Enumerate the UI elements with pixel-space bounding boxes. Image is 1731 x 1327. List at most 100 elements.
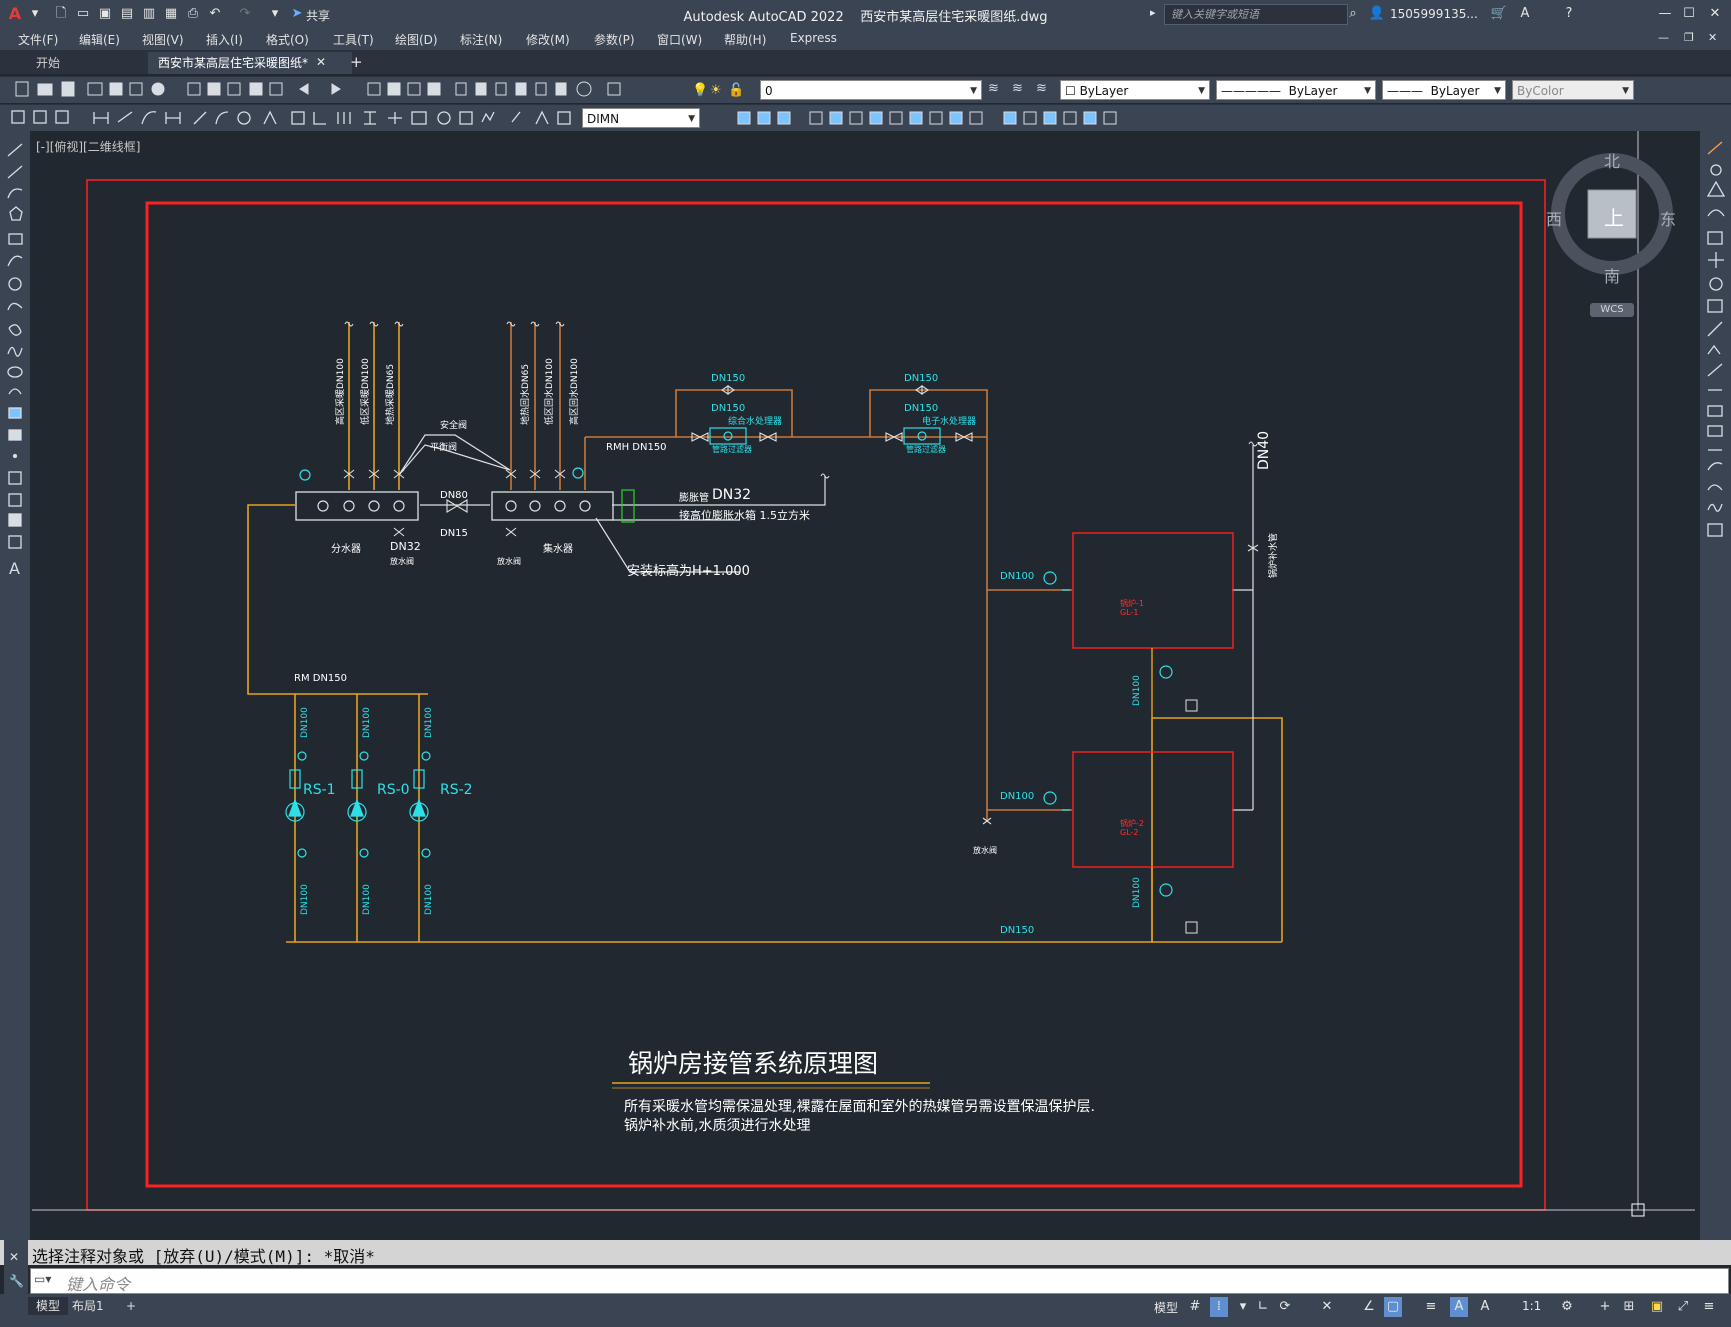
autodesk-app-icon[interactable]: A bbox=[1520, 6, 1530, 21]
save-icon[interactable]: ▣ bbox=[98, 6, 112, 21]
linetype-dropdown[interactable]: ————— ByLayer▼ bbox=[1216, 80, 1376, 100]
plot-icon[interactable]: ⎙ bbox=[187, 6, 199, 21]
layer-lock-icon[interactable]: 🔓 bbox=[728, 83, 745, 98]
tab-start[interactable]: 开始 bbox=[36, 56, 61, 70]
close-icon[interactable]: ✕ bbox=[1709, 6, 1721, 21]
plotstyle-dropdown[interactable]: ByColor▼ bbox=[1512, 80, 1634, 100]
tab-model[interactable]: 模型 bbox=[28, 1297, 69, 1315]
standard-toolbar-icons[interactable] bbox=[8, 80, 688, 100]
layer-freeze-icon[interactable]: ☀ bbox=[710, 83, 722, 98]
menu-draw[interactable]: 绘图(D) bbox=[395, 33, 438, 47]
dimstyle-dropdown[interactable]: DIMN▼ bbox=[582, 108, 700, 128]
layer-on-icon[interactable]: 💡 bbox=[692, 83, 709, 98]
share-button[interactable]: 共享 bbox=[306, 9, 331, 23]
color-dropdown[interactable]: ☐ ByLayer▼ bbox=[1060, 80, 1210, 100]
tab-drawing[interactable]: 西安市某高层住宅采暖图纸* bbox=[148, 52, 352, 74]
ortho-icon[interactable]: ∟ bbox=[1257, 1299, 1269, 1314]
draw-tool-icons[interactable]: A bbox=[6, 140, 28, 580]
command-line-handle[interactable] bbox=[4, 1240, 28, 1294]
minimize-icon[interactable]: — bbox=[1658, 6, 1672, 21]
tab-close-icon[interactable]: ✕ bbox=[316, 55, 327, 69]
menu-file[interactable]: 文件(F) bbox=[18, 33, 59, 47]
annotation-visibility-icon[interactable]: A bbox=[1450, 1297, 1468, 1317]
menu-modify[interactable]: 修改(M) bbox=[526, 33, 570, 47]
cart-icon[interactable]: 🛒 bbox=[1490, 6, 1508, 21]
menu-insert[interactable]: 插入(I) bbox=[206, 33, 243, 47]
command-input[interactable] bbox=[30, 1268, 1729, 1294]
osnap-track-icon[interactable]: ✕ bbox=[1321, 1299, 1333, 1314]
search-input[interactable]: 键入关键字或短语 bbox=[1164, 4, 1348, 25]
customize-icon[interactable]: ≡ bbox=[1703, 1299, 1715, 1314]
menu-edit[interactable]: 编辑(E) bbox=[79, 33, 120, 47]
draw-toolbar bbox=[0, 130, 30, 1240]
chevron-down-icon[interactable]: ▾ bbox=[1239, 1299, 1247, 1314]
annotation-scale-icon[interactable]: A bbox=[1480, 1299, 1490, 1314]
boiler-1 bbox=[1072, 532, 1234, 649]
chevron-right-icon[interactable]: ▸ bbox=[1150, 6, 1156, 19]
help-icon[interactable]: ? bbox=[1565, 6, 1573, 21]
add-layout-icon[interactable]: + bbox=[126, 1299, 137, 1313]
doc-minimize-icon[interactable]: — bbox=[1658, 31, 1669, 44]
lineweight-icon[interactable]: ≡ bbox=[1425, 1299, 1437, 1314]
command-close-icon[interactable]: ✕ bbox=[9, 1250, 20, 1264]
plus-icon[interactable]: + bbox=[1599, 1299, 1611, 1314]
viewcube-west[interactable]: 西 bbox=[1546, 210, 1563, 229]
viewport-controls-label[interactable]: [-][俯视][二维线框] bbox=[36, 140, 141, 154]
menu-format[interactable]: 格式(O) bbox=[266, 33, 309, 47]
viewcube-top-face[interactable]: 上 bbox=[1604, 206, 1624, 230]
save-web-icon[interactable]: ▦ bbox=[164, 6, 178, 21]
search-icon[interactable]: ⌕ bbox=[1349, 6, 1357, 21]
polar-icon[interactable]: ⟳ bbox=[1279, 1299, 1291, 1314]
user-name[interactable]: 1505999135... bbox=[1390, 7, 1478, 21]
gear-icon[interactable]: ⚙ bbox=[1561, 1299, 1573, 1314]
dimension-toolbar-icons[interactable] bbox=[8, 108, 578, 128]
share-icon[interactable]: ➤ bbox=[291, 6, 303, 21]
menu-view[interactable]: 视图(V) bbox=[142, 33, 184, 47]
customize-icon[interactable]: ▾ bbox=[271, 6, 279, 21]
layer-match-icon[interactable]: ≋ bbox=[1036, 81, 1047, 96]
viewcube-east[interactable]: 东 bbox=[1660, 210, 1677, 229]
snap-icon[interactable]: ⁞ bbox=[1210, 1297, 1228, 1317]
clean-screen-icon[interactable]: ⤢ bbox=[1677, 1299, 1689, 1314]
scale-dropdown[interactable]: 1:1 bbox=[1522, 1299, 1542, 1313]
new-icon[interactable]: 🗋 bbox=[55, 6, 67, 21]
undo-icon[interactable]: ↶ bbox=[209, 6, 221, 21]
menu-help[interactable]: 帮助(H) bbox=[724, 33, 767, 47]
angle-icon[interactable]: ∠ bbox=[1363, 1299, 1375, 1314]
open-icon[interactable]: ▭ bbox=[76, 6, 90, 21]
app-menu-icon[interactable]: A bbox=[8, 4, 22, 23]
wrench-icon[interactable]: 🔧 bbox=[9, 1274, 24, 1288]
osnap-icon[interactable]: ▢ bbox=[1384, 1297, 1402, 1317]
new-tab-icon[interactable]: + bbox=[350, 53, 363, 71]
grid-icon[interactable]: # bbox=[1189, 1299, 1201, 1314]
viewcube-north[interactable]: 北 bbox=[1604, 152, 1621, 171]
save-as-icon[interactable]: ▤ bbox=[120, 6, 134, 21]
doc-close-icon[interactable]: ✕ bbox=[1708, 31, 1718, 44]
menu-express[interactable]: Express bbox=[790, 31, 837, 45]
lineweight-dropdown[interactable]: ——— ByLayer▼ bbox=[1382, 80, 1506, 100]
hardware-accel-icon[interactable]: ▣ bbox=[1650, 1299, 1664, 1314]
model-space-button[interactable]: 模型 bbox=[1154, 1301, 1179, 1315]
menu-dimension[interactable]: 标注(N) bbox=[460, 33, 503, 47]
user-icon[interactable]: 👤 bbox=[1368, 6, 1386, 21]
layer-properties-icon[interactable]: ≋ bbox=[988, 81, 999, 96]
maximize-icon[interactable]: ☐ bbox=[1683, 6, 1695, 21]
modify-tool-icons[interactable] bbox=[1704, 140, 1728, 540]
viewcube-south[interactable]: 南 bbox=[1604, 267, 1621, 286]
open-web-icon[interactable]: ▥ bbox=[142, 6, 156, 21]
menu-window[interactable]: 窗口(W) bbox=[657, 33, 703, 47]
drawing-viewport[interactable] bbox=[32, 131, 1700, 1238]
isolate-icon[interactable]: ⊞ bbox=[1623, 1299, 1635, 1314]
doc-restore-icon[interactable]: ❐ bbox=[1684, 31, 1694, 44]
wcs-menu[interactable]: WCS bbox=[1590, 303, 1634, 317]
tab-layout1[interactable]: 布局1 bbox=[72, 1299, 104, 1313]
chevron-down-icon[interactable]: ▾ bbox=[31, 6, 39, 21]
command-recent-icon[interactable]: ▭▾ bbox=[34, 1272, 52, 1286]
menu-parameter[interactable]: 参数(P) bbox=[594, 33, 635, 47]
redo-icon[interactable]: ↷ bbox=[239, 6, 251, 21]
menu-tools[interactable]: 工具(T) bbox=[333, 33, 374, 47]
layer-dropdown[interactable]: 0▼ bbox=[760, 80, 982, 100]
modify-toolbar-icons[interactable] bbox=[706, 108, 1216, 128]
viewcube[interactable] bbox=[1548, 148, 1680, 328]
layer-previous-icon[interactable]: ≋ bbox=[1012, 81, 1023, 96]
